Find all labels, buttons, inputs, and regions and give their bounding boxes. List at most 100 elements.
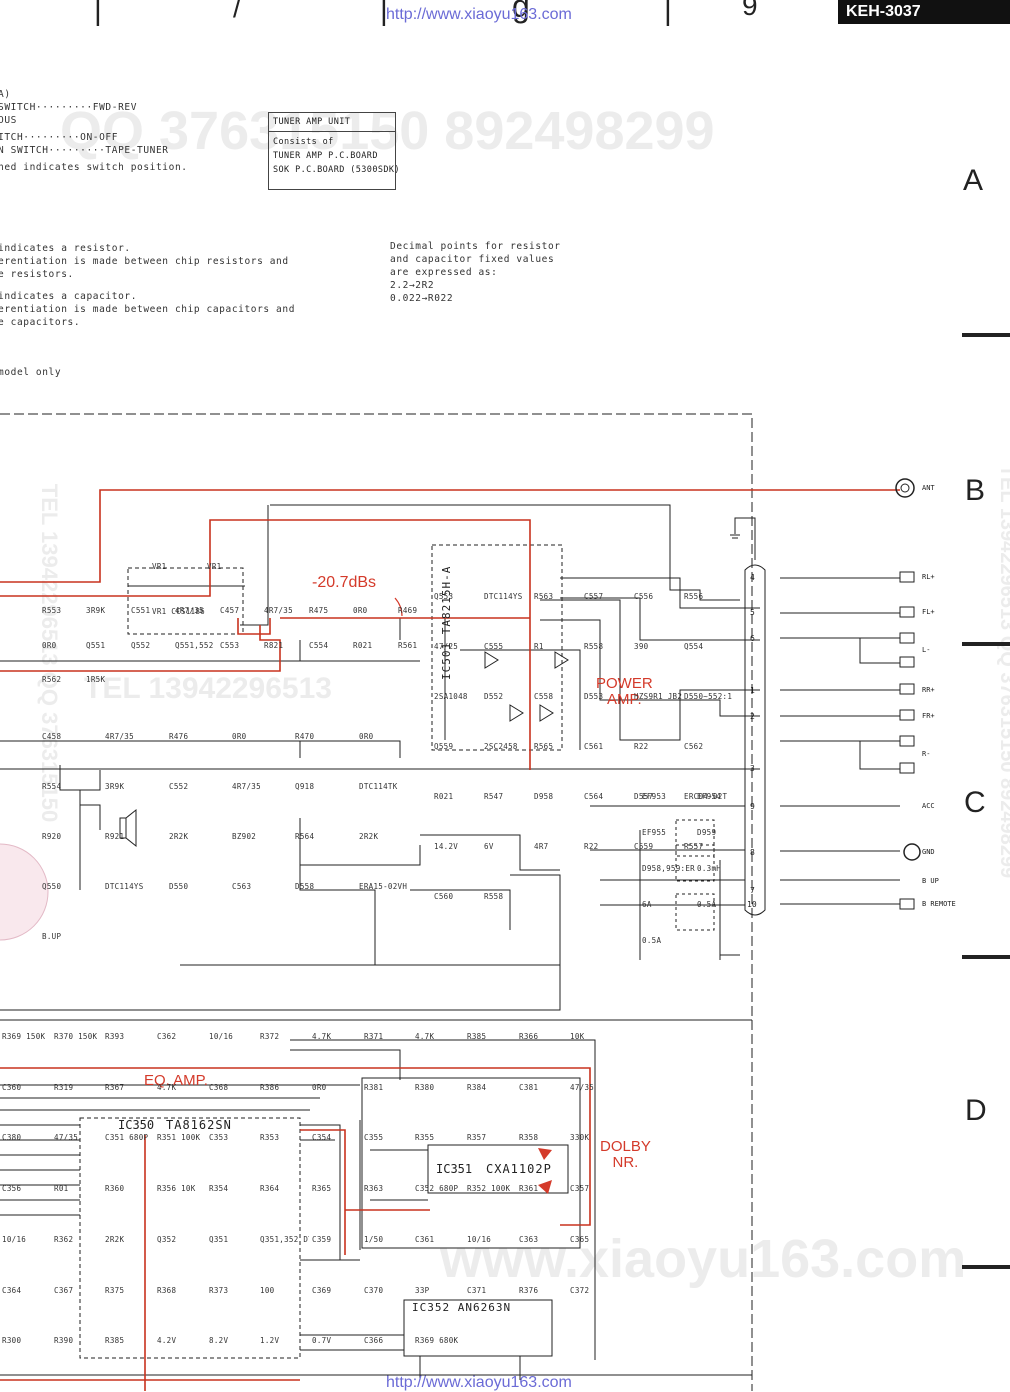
capacitor-note: indicates a capacitor. erentiation is ma… [0, 290, 295, 329]
component-label: R360 [105, 1184, 125, 1193]
grid-tick-2 [962, 642, 1010, 646]
component-label: R553 [42, 606, 62, 615]
component-label: C365 [570, 1235, 590, 1244]
component-label: C551 [131, 606, 151, 615]
component-label: D959 [697, 828, 717, 837]
component-label: ERC04-02T [684, 792, 728, 801]
power-amp-opamp-icon [509, 704, 524, 722]
component-label: R367 [105, 1083, 125, 1092]
component-label: R355 [415, 1133, 435, 1142]
column-mark-9: 9 [742, 0, 758, 21]
component-label: C556 [634, 592, 654, 601]
resistor-note-line: indicates a resistor. [0, 243, 131, 254]
plug-rl-icon [899, 571, 915, 583]
fl-signal-trace [0, 519, 531, 770]
component-label: 47/25 [434, 642, 459, 651]
plug-fr-icon [899, 709, 915, 721]
output-rr: RR+ [922, 686, 935, 694]
component-label: C557 [584, 592, 604, 601]
eq-amp-label: EQ. AMP. [144, 1072, 208, 1089]
model-note: model only [0, 367, 62, 378]
ic351-part: CXA1102P [486, 1162, 552, 1176]
component-label: C362 [157, 1032, 177, 1041]
connector-pin: 6 [750, 634, 755, 643]
switch-note-line: N SWITCH·········TAPE-TUNER [0, 145, 169, 156]
unit-box-line: Consists of [273, 137, 334, 147]
component-label: 0.5A [642, 936, 662, 945]
component-label: 330K [570, 1133, 590, 1142]
component-label: 0.7V [312, 1336, 332, 1345]
decimal-note: Decimal points for resistor and capacito… [390, 240, 561, 305]
output-bup: B UP [922, 877, 939, 885]
component-label: 6A [642, 900, 652, 909]
resistor-note-line: e resistors. [0, 269, 74, 280]
resistor-note: indicates a resistor. erentiation is mad… [0, 242, 289, 281]
component-label: VR1 [207, 562, 222, 571]
component-label: R361 [519, 1184, 539, 1193]
component-label: R365 [312, 1184, 332, 1193]
component-label: R356 10K [157, 1184, 196, 1193]
component-label: C558 [534, 692, 554, 701]
capacitor-note-line: e capacitors. [0, 317, 81, 328]
component-label: C457 [220, 606, 240, 615]
component-label: 4.7K [312, 1032, 332, 1041]
component-label: 0R0 [312, 1083, 327, 1092]
component-label: R373 [209, 1286, 229, 1295]
plug-l2-icon [899, 656, 915, 668]
component-label: Q551 [86, 641, 106, 650]
component-label: 47/35 [54, 1133, 79, 1142]
component-label: R470 [295, 732, 315, 741]
unit-box-title: TUNER AMP UNIT [269, 113, 395, 132]
component-label: R563 [534, 592, 554, 601]
component-label: 2R2K [359, 832, 379, 841]
component-label: 0R0 [232, 732, 247, 741]
component-label: R368 [157, 1286, 177, 1295]
component-label: R557 [684, 842, 704, 851]
component-label: R393 [105, 1032, 125, 1041]
component-label: R370 150K [54, 1032, 98, 1041]
component-label: 2SC2458 [484, 742, 518, 751]
component-label: C367 [54, 1286, 74, 1295]
switch-note-line: ned indicates switch position. [0, 162, 188, 173]
watermark-url-bottom[interactable]: http://www.xiaoyu163.com [386, 1374, 572, 1391]
switch-notes: A) SWITCH·········FWD-REV OUS ITCH······… [0, 88, 188, 174]
component-label: R353 [260, 1133, 280, 1142]
component-label: 0R0 [359, 732, 374, 741]
dolby-arrow-icon [538, 1180, 552, 1194]
decimal-note-line: and capacitor fixed values [390, 254, 555, 265]
component-label: C562 [684, 742, 704, 751]
decimal-note-line: 0.022→R022 [390, 293, 454, 304]
component-label: C357 [570, 1184, 590, 1193]
watermark-url-top[interactable]: http://www.xiaoyu163.com [386, 6, 572, 23]
component-label: C359 [312, 1235, 332, 1244]
watermark-site: www.xiaoyu163.com [440, 1229, 967, 1289]
component-label: R385 [467, 1032, 487, 1041]
dolby-nr-label-line: NR. [612, 1154, 639, 1171]
component-label: C559 [634, 842, 654, 851]
component-label: 2R2K [169, 832, 189, 841]
component-label: C356 [2, 1184, 22, 1193]
component-label: 4R7/35 [105, 732, 134, 741]
component-label: ERA15-02VH [359, 882, 408, 891]
component-label: Q551,552 DTC314TS [175, 641, 217, 650]
component-label: 4R7 [534, 842, 549, 851]
component-label: R351 100K [157, 1133, 201, 1142]
grid-row-a: A [963, 164, 984, 197]
column-mark-slash: / [233, 0, 241, 23]
component-label: D550~552:1SS133 [684, 692, 732, 701]
component-label: C561 [584, 742, 604, 751]
component-label: 3R9K [86, 606, 106, 615]
component-label: R01 [54, 1184, 69, 1193]
component-label: VR1 CCS1186 [152, 607, 205, 616]
column-mark-8: | [380, 0, 388, 27]
grid-tick-4 [962, 1265, 1010, 1269]
component-label: R554 [42, 782, 62, 791]
component-label: D958 [534, 792, 554, 801]
component-label: R821 [264, 641, 284, 650]
gnd-connector-icon [903, 843, 921, 861]
power-amp-opamp-icon [484, 651, 499, 669]
connector-pin: 10 [747, 900, 757, 909]
highlight-blob [0, 843, 49, 941]
component-label: R556 [684, 592, 704, 601]
column-mark-sep: | [664, 0, 672, 27]
